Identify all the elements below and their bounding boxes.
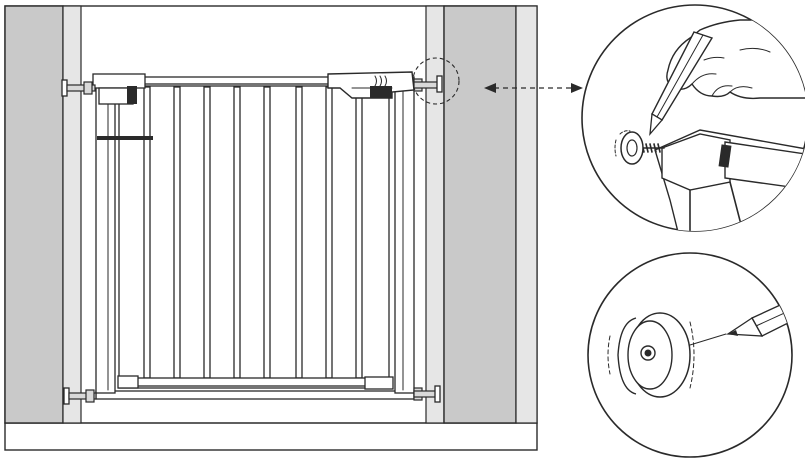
spindle-rod xyxy=(413,81,439,89)
gate-top-hinge xyxy=(92,73,146,105)
arrow-head-left xyxy=(484,83,496,93)
hinge-block xyxy=(92,73,146,89)
arrow-head-right xyxy=(571,83,583,93)
pencil-stripe xyxy=(656,34,704,118)
gate-bar xyxy=(295,86,303,379)
latch-grip-lines xyxy=(374,75,387,87)
detail-latch-dark xyxy=(718,144,732,168)
gate-latch-handle xyxy=(327,71,415,99)
pencil-lead xyxy=(728,330,738,336)
spindle-bottom-right xyxy=(413,385,441,403)
gate-bottom-hinge xyxy=(117,375,139,389)
spindle-rod xyxy=(66,84,96,92)
height-marker-line xyxy=(97,136,153,140)
right-wall-edge xyxy=(425,5,445,424)
gate-door-panel xyxy=(118,85,390,389)
spindle-nut xyxy=(83,81,93,95)
gate-bottom-catch xyxy=(364,376,394,390)
cup-motion-lines xyxy=(607,321,695,389)
gate-door-bottom-rail xyxy=(118,377,390,387)
spindle-rod xyxy=(68,392,97,400)
gate-left-post xyxy=(95,83,116,394)
cup-centre-dot xyxy=(644,349,652,357)
gate-bar xyxy=(355,86,363,379)
detail-marking-position xyxy=(581,4,805,232)
gate-bar xyxy=(233,86,241,379)
spindle-bottom-left xyxy=(63,387,97,405)
hand-finger-lines xyxy=(691,47,771,97)
highlight-dashed-circle xyxy=(412,57,460,105)
detail-wall-cup-marked xyxy=(587,252,793,458)
wall-cup xyxy=(436,75,443,93)
wall-cup xyxy=(434,385,441,403)
pencil-pointer-line xyxy=(689,333,727,346)
double-arrow-icon xyxy=(484,83,583,93)
hinge-detail xyxy=(127,86,137,104)
wall-cup xyxy=(63,387,70,405)
wall-cup xyxy=(61,79,68,97)
right-wall-panel xyxy=(443,5,517,424)
spindle-nut xyxy=(85,389,95,403)
right-wall-outer xyxy=(515,5,538,424)
gate-bar xyxy=(143,86,151,379)
gate-bar xyxy=(263,86,271,379)
pressure-spindles xyxy=(61,75,443,405)
pencil-icon-top xyxy=(649,31,714,136)
spindle-top-left xyxy=(61,79,96,97)
pencil-stripe xyxy=(755,304,792,327)
left-wall-panel xyxy=(4,5,64,424)
safety-gate xyxy=(92,71,415,400)
latch-dark-end xyxy=(370,86,392,98)
detail-wall-cup-inner xyxy=(626,139,638,157)
left-wall-edge xyxy=(62,5,82,424)
gate-bottom-rail xyxy=(95,390,415,400)
gate-bar xyxy=(325,86,333,379)
detail-cup-wobble xyxy=(614,130,631,157)
gate-bar xyxy=(173,86,181,379)
spindle-rod xyxy=(413,390,437,398)
gate-bar xyxy=(203,86,211,379)
gate-right-post xyxy=(394,83,415,394)
spindle-top-right xyxy=(413,75,443,93)
